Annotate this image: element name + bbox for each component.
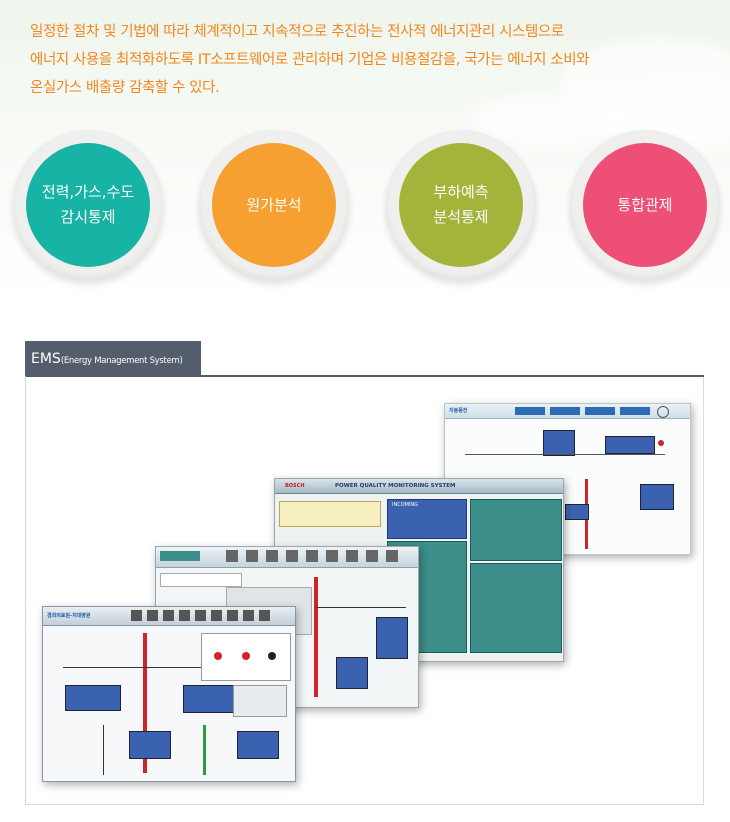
measure-panel <box>183 685 235 713</box>
product-panel <box>470 499 562 561</box>
incoming-label: INCOMING <box>392 502 419 508</box>
logo-icon <box>160 551 200 561</box>
bus-line <box>465 454 665 455</box>
toolbar-icon[interactable] <box>286 550 298 562</box>
toolbar-icon[interactable] <box>211 610 222 621</box>
toolbar-icon[interactable] <box>227 610 238 621</box>
hospital-title: 경희의료원-지대병원 <box>47 613 91 619</box>
incoming-panel: INCOMING <box>387 499 467 539</box>
reset-panel <box>233 685 287 717</box>
alarm-lamp-icon <box>658 440 664 446</box>
toolbar-icon[interactable] <box>259 610 270 621</box>
feeder-line <box>143 633 147 773</box>
feature-circle: 부하예측 분석통제 <box>399 143 523 267</box>
measure-panel <box>129 731 171 759</box>
ems-screenshot-hospital: 경희의료원-지대병원 <box>42 606 296 782</box>
toolbar-icon[interactable] <box>147 610 158 621</box>
toolbar-button[interactable] <box>550 407 580 415</box>
intro-line: 에너지 사용을 최적화하도록 IT소프트웨어로 관리하며 기업은 비용절감을, … <box>30 52 590 68</box>
intro-line: 일정한 절차 및 기법에 따라 체계적이고 지속적으로 추진하는 전사적 에너지… <box>30 24 564 40</box>
bus-line <box>314 577 318 697</box>
toolbar-icon[interactable] <box>306 550 318 562</box>
toolbar-button[interactable] <box>515 407 545 415</box>
feature-label: 전력,가스,수도 감시통제 <box>41 183 135 226</box>
toolbar-icon[interactable] <box>246 550 258 562</box>
feature-monitoring: 전력,가스,수도 감시통제 <box>13 130 163 280</box>
feature-label: 원가분석 <box>246 195 302 214</box>
measure-panel <box>65 685 121 711</box>
feature-label: 부하예측 분석통제 <box>433 183 489 226</box>
feature-circle: 원가분석 <box>212 143 336 267</box>
alarm-lamp-icon <box>268 652 276 660</box>
feature-cost-analysis: 원가분석 <box>199 130 349 280</box>
feature-integrated-control: 통합관제 <box>570 130 720 280</box>
intro-line: 온실가스 배출량 감축할 수 있다. <box>30 80 220 96</box>
branch-line <box>203 725 206 775</box>
top-logo: 지봉풍전 <box>449 408 468 414</box>
clock-icon <box>657 406 669 418</box>
measure-panel <box>237 731 279 759</box>
bus-line <box>63 667 213 668</box>
alarm-lamp-icon <box>214 652 222 660</box>
toolbar-button[interactable] <box>620 407 650 415</box>
bus-line <box>316 607 406 608</box>
toolbar-icon[interactable] <box>243 610 254 621</box>
measure-panel <box>605 436 655 454</box>
toolbar-icon[interactable] <box>266 550 278 562</box>
alarm-lamp-icon <box>242 652 250 660</box>
toolbar <box>156 547 418 568</box>
intro-paragraph: 일정한 절차 및 기법에 따라 체계적이고 지속적으로 추진하는 전사적 에너지… <box>30 18 710 102</box>
measure-panel <box>565 504 589 520</box>
info-bar <box>160 573 242 587</box>
screen-title: POWER QUALITY MONITORING SYSTEM <box>335 483 456 489</box>
toolbar: 경희의료원-지대병원 <box>43 607 295 626</box>
ems-tab-title: EMS <box>31 351 61 367</box>
toolbar-icon[interactable] <box>366 550 378 562</box>
ems-tab-subtitle: (Energy Management System) <box>60 356 183 366</box>
alarm-panel <box>201 633 291 681</box>
toolbar-icon[interactable] <box>326 550 338 562</box>
toolbar-button[interactable] <box>585 407 615 415</box>
measure-panel <box>640 484 674 510</box>
feature-label: 통합관제 <box>617 195 673 214</box>
measure-panel <box>336 657 368 689</box>
toolbar-icon[interactable] <box>226 550 238 562</box>
toolbar-icon[interactable] <box>179 610 190 621</box>
feature-circle: 통합관제 <box>583 143 707 267</box>
measure-panel <box>543 430 575 456</box>
toolbar-icon[interactable] <box>195 610 206 621</box>
toolbar-icon[interactable] <box>163 610 174 621</box>
branch-line <box>103 725 104 775</box>
setting-panel <box>279 501 381 527</box>
toolbar-icon[interactable] <box>346 550 358 562</box>
measure-panel <box>376 617 408 659</box>
data-panel <box>470 563 562 653</box>
brand-logo: BOSCH <box>285 483 305 489</box>
toolbar-icon[interactable] <box>131 610 142 621</box>
feature-circle: 전력,가스,수도 감시통제 <box>26 143 150 267</box>
ems-header-rule <box>201 375 704 377</box>
background-cloud <box>470 95 630 145</box>
toolbar-icon[interactable] <box>386 550 398 562</box>
ems-tab[interactable]: EMS(Energy Management System) <box>25 341 201 375</box>
feature-load-forecast: 부하예측 분석통제 <box>386 130 536 280</box>
